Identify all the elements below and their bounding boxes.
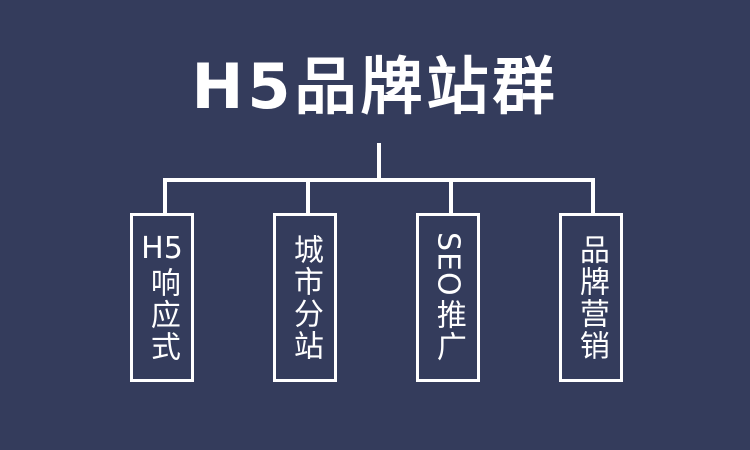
page-title: H5品牌站群 bbox=[191, 50, 559, 123]
connector-drop-1 bbox=[163, 178, 167, 213]
connector-drop-4 bbox=[591, 178, 595, 213]
connector-stem-vertical bbox=[377, 143, 381, 181]
connector-drop-3 bbox=[449, 178, 453, 213]
node-label-cjk: 品牌营销 bbox=[573, 233, 609, 362]
node-label-latin: SEO bbox=[430, 232, 466, 297]
node-label-cjk: 推广 bbox=[430, 298, 466, 363]
connector-bar-horizontal bbox=[163, 178, 595, 182]
node-box-seo-promotion[interactable]: SEO 推广 bbox=[416, 213, 480, 382]
node-box-brand-marketing[interactable]: 品牌营销 bbox=[559, 213, 623, 382]
node-label-latin: H5 bbox=[141, 231, 183, 266]
connector-drop-2 bbox=[306, 178, 310, 213]
node-label-cjk: 响应式 bbox=[144, 267, 180, 363]
node-label-wrapper: H5 响应式 bbox=[141, 232, 183, 363]
node-label-cjk: 城市分站 bbox=[287, 233, 323, 362]
node-label-wrapper: SEO 推广 bbox=[430, 232, 466, 363]
node-box-city-substation[interactable]: 城市分站 bbox=[273, 213, 337, 382]
node-box-h5-responsive[interactable]: H5 响应式 bbox=[130, 213, 194, 382]
